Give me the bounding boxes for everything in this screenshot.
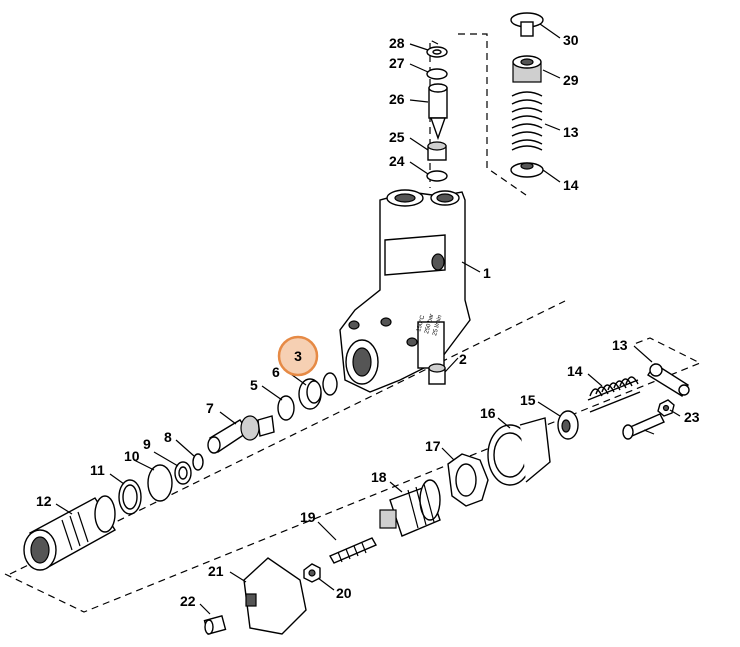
part-2-plug [428, 363, 446, 385]
part-10-ring [118, 479, 142, 515]
callout-30[interactable]: 30 [563, 32, 579, 48]
callout-3[interactable]: 3 [294, 348, 302, 364]
callout-5[interactable]: 7 [206, 400, 214, 416]
callout-21[interactable]: 22 [180, 593, 196, 609]
callout-9[interactable]: 10 [124, 448, 140, 464]
callout-16[interactable]: 17 [425, 438, 441, 454]
part-22-nut [657, 399, 675, 417]
callout-27[interactable]: 27 [389, 55, 405, 71]
part-27-o-ring [426, 68, 448, 80]
callout-24[interactable]: 24 [389, 153, 405, 169]
part-4-backup-ring [298, 378, 322, 410]
highlight-marker[interactable] [277, 335, 319, 377]
part-14-spring-seat-lower [557, 410, 579, 440]
part-21-pin [203, 615, 227, 635]
part-7-o-ring [192, 453, 204, 471]
part-9-o-ring [147, 464, 173, 502]
part-16-hex-nut [447, 453, 489, 507]
callout-12[interactable]: 13 [612, 337, 628, 353]
part-26-valve-pin [428, 83, 448, 141]
callout-4[interactable]: 6 [272, 364, 280, 380]
part-3-o-ring [322, 372, 338, 396]
upper-left-boundary [429, 39, 439, 188]
callout-10[interactable]: 11 [90, 462, 105, 478]
housing-marking-1: 150°C [416, 314, 426, 332]
callout-25[interactable]: 25 [389, 129, 405, 145]
callout-13-upper[interactable]: 13 [563, 124, 579, 140]
part-25-valve-seat [427, 141, 447, 161]
callout-17[interactable]: 18 [371, 469, 387, 485]
part-5-valve-piston [207, 415, 275, 454]
part-24-o-ring [426, 170, 448, 182]
part-17-nozzle-body [379, 479, 441, 537]
part-6-o-ring [277, 395, 295, 421]
callout-13-lower[interactable]: 14 [567, 363, 583, 379]
part-11-threaded-sleeve [23, 495, 116, 571]
part-15-union-nut [487, 417, 551, 486]
part-19-nut [303, 563, 321, 583]
callout-14-upper[interactable]: 14 [563, 177, 579, 193]
callout-2[interactable]: 2 [459, 351, 467, 367]
part-29-spring-cap [512, 55, 542, 83]
callout-1[interactable]: 1 [483, 265, 491, 281]
callout-8[interactable]: 9 [143, 436, 151, 452]
callout-22[interactable]: 23 [684, 409, 700, 425]
part-18-pin [329, 537, 377, 564]
part-13-spring-upper [511, 91, 543, 151]
part-8-washer [174, 461, 192, 485]
callout-11[interactable]: 12 [36, 493, 52, 509]
part-23-screw [622, 413, 665, 440]
callout-19[interactable]: 20 [336, 585, 352, 601]
callout-28[interactable]: 28 [389, 35, 405, 51]
callout-18[interactable]: 19 [300, 509, 316, 525]
callout-26[interactable]: 26 [389, 91, 405, 107]
callout-7[interactable]: 8 [164, 429, 172, 445]
part-14-spring-seat-upper [510, 162, 544, 178]
part-28-washer [426, 46, 448, 58]
part-20-knob [243, 557, 307, 635]
housing-marking-3: 25 l/min [432, 315, 443, 337]
part-13-spring-lower [587, 376, 641, 413]
part-12-lever [647, 363, 690, 397]
housing-marking-2: 250 bar [424, 313, 435, 334]
callout-15[interactable]: 16 [480, 405, 496, 421]
part-30-cap-screw [510, 12, 544, 37]
upper-group-boundary [458, 33, 527, 196]
callout-29[interactable]: 29 [563, 72, 579, 88]
callout-14-lower[interactable]: 15 [520, 392, 536, 408]
callout-6[interactable]: 5 [250, 377, 258, 393]
part-1-valve-housing [339, 189, 471, 393]
callout-20[interactable]: 21 [208, 563, 224, 579]
